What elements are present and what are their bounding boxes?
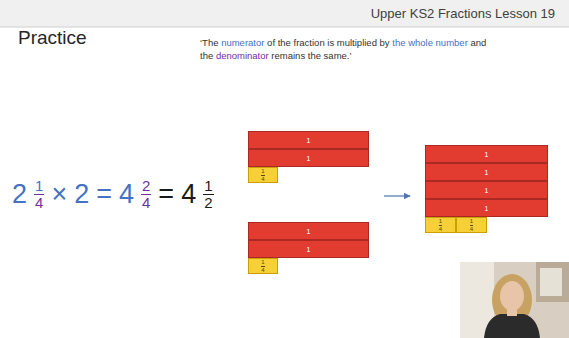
equation-symbol: 2 — [12, 179, 27, 209]
equation-term: = — [96, 181, 112, 208]
quarter-bar: 14 — [248, 258, 278, 274]
bar-label: 1 — [307, 155, 311, 162]
bar-label: 1 — [307, 137, 311, 144]
quote-part: of the fraction is multiplied by — [267, 37, 390, 48]
quote-part: remains the same.’ — [271, 50, 351, 61]
fraction: 14 — [34, 178, 44, 211]
equation-term: 2 — [74, 181, 89, 208]
bar-label: 1 — [261, 259, 264, 266]
webcam-image — [460, 262, 569, 338]
bar-label: 1 — [307, 228, 311, 235]
whole-bar: 1 — [248, 222, 369, 240]
transform-arrow — [384, 195, 410, 196]
whole-bar: 1 — [425, 181, 548, 199]
numerator: 1 — [203, 178, 213, 195]
equation-symbol: = — [158, 179, 174, 209]
rule-quote: ‘Thenumeratorof the fraction is multipli… — [200, 37, 500, 63]
bar-label: 4 — [470, 226, 473, 232]
bar-label: 4 — [261, 176, 264, 182]
equation-term: = — [158, 181, 174, 208]
bar-label: 4 — [261, 267, 264, 273]
bar-label: 1 — [470, 218, 473, 225]
bar-label: 1 — [485, 151, 489, 158]
fraction: 12 — [203, 178, 213, 211]
whole-bar: 1 — [425, 163, 548, 181]
denominator: 4 — [142, 195, 150, 211]
denominator: 2 — [204, 195, 212, 211]
bar-label: 1 — [485, 205, 489, 212]
bar-label: 4 — [439, 226, 442, 232]
equation-symbol: = — [96, 179, 112, 209]
lesson-header: Upper KS2 Fractions Lesson 19 — [371, 6, 555, 21]
whole-bar: 1 — [248, 240, 369, 258]
quote-part: numerator — [221, 37, 264, 48]
bar-label: 1 — [485, 169, 489, 176]
header-band — [0, 0, 569, 27]
equation-term: 4 — [119, 181, 134, 208]
quote-part: ‘The — [200, 37, 218, 48]
equation-symbol: 4 — [119, 179, 134, 209]
equation-term: 2 — [12, 181, 27, 208]
equation-symbol: × — [51, 179, 67, 209]
bar-label: 1 — [485, 187, 489, 194]
quarter-bar: 14 — [248, 167, 278, 183]
whole-bar: 1 — [248, 131, 369, 149]
quote-part: the whole number — [392, 37, 468, 48]
equation-term: × — [51, 181, 67, 208]
denominator: 4 — [35, 195, 43, 211]
equation-term: 4 — [181, 181, 196, 208]
slide-title: Practice — [18, 27, 87, 49]
bar-label: 1 — [439, 218, 442, 225]
whole-bar: 1 — [425, 145, 548, 163]
bar-label: 1 — [307, 246, 311, 253]
equation: 214×2=424=412 — [12, 178, 214, 211]
equation-symbol: 2 — [74, 179, 89, 209]
whole-bar: 1 — [425, 199, 548, 217]
quarter-bar: 14 — [425, 217, 456, 233]
fraction: 24 — [141, 178, 151, 211]
numerator: 1 — [34, 178, 44, 195]
quote-part: denominator — [216, 50, 269, 61]
bar-label: 1 — [261, 168, 264, 175]
equation-symbol: 4 — [181, 179, 196, 209]
numerator: 2 — [141, 178, 151, 195]
quarter-bar: 14 — [456, 217, 487, 233]
whole-bar: 1 — [248, 149, 369, 167]
